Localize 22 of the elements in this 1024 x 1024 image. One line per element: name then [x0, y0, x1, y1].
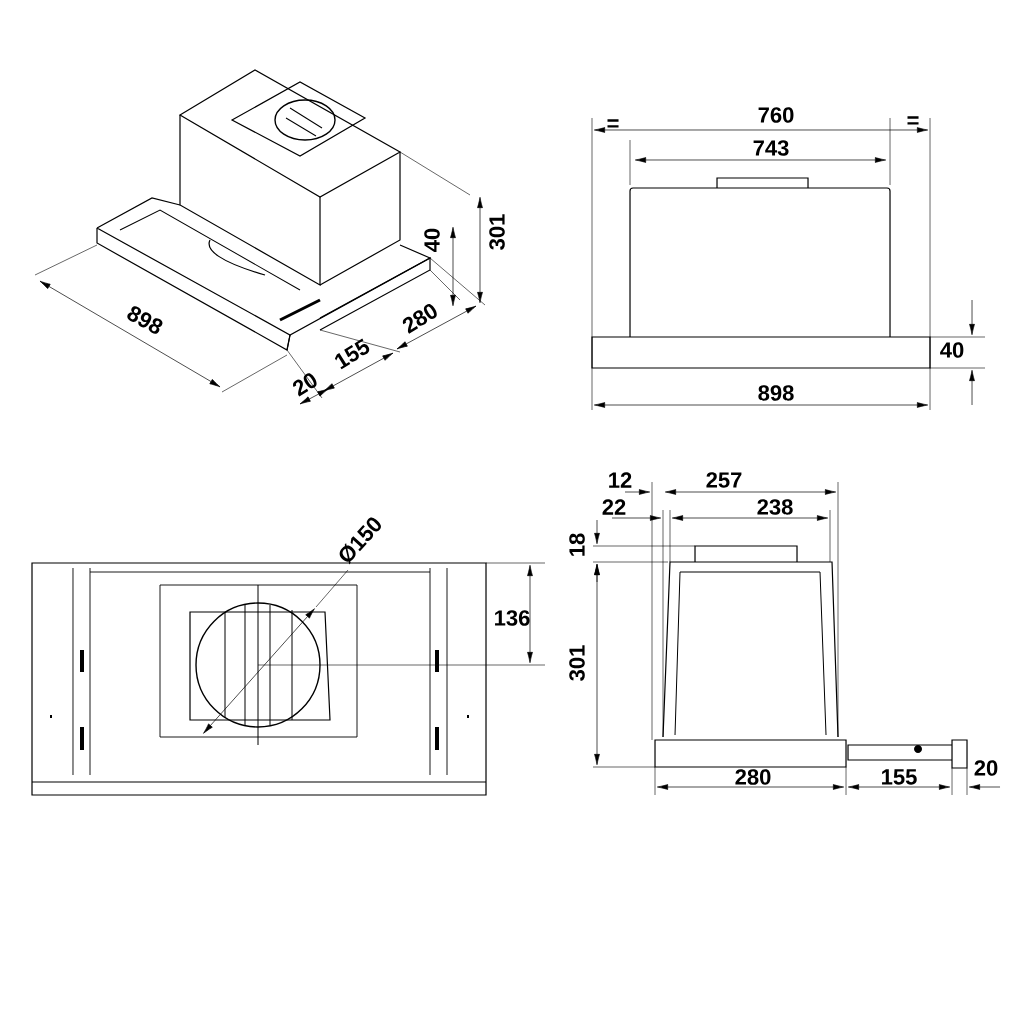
dimension-label: 40 [424, 228, 440, 252]
dimension-label: 257 [706, 472, 742, 488]
dimension-label: 155 [334, 338, 370, 370]
dimension-label: 20 [292, 373, 317, 397]
dimension-label: 301 [569, 645, 585, 681]
dimension-label: 40 [940, 342, 964, 358]
dimension-label: 18 [569, 533, 585, 556]
dimension-label: = [907, 116, 919, 125]
dimension-label: 280 [402, 304, 437, 334]
dimension-label: 743 [753, 140, 789, 156]
dimension-label: 22 [602, 499, 626, 515]
dimension-label: 155 [882, 769, 917, 785]
dimension-label: 12 [609, 472, 632, 488]
dimension-label: 301 [489, 214, 505, 250]
dimension-label: 136 [495, 610, 530, 626]
dimension-label: 20 [974, 760, 998, 776]
dimension-label: = [607, 119, 619, 128]
dimension-label: 238 [757, 499, 793, 515]
dimension-label: 898 [127, 306, 163, 334]
dimension-label: 898 [758, 385, 794, 401]
dimension-label: 760 [758, 107, 794, 123]
dimension-label: 280 [735, 769, 771, 785]
